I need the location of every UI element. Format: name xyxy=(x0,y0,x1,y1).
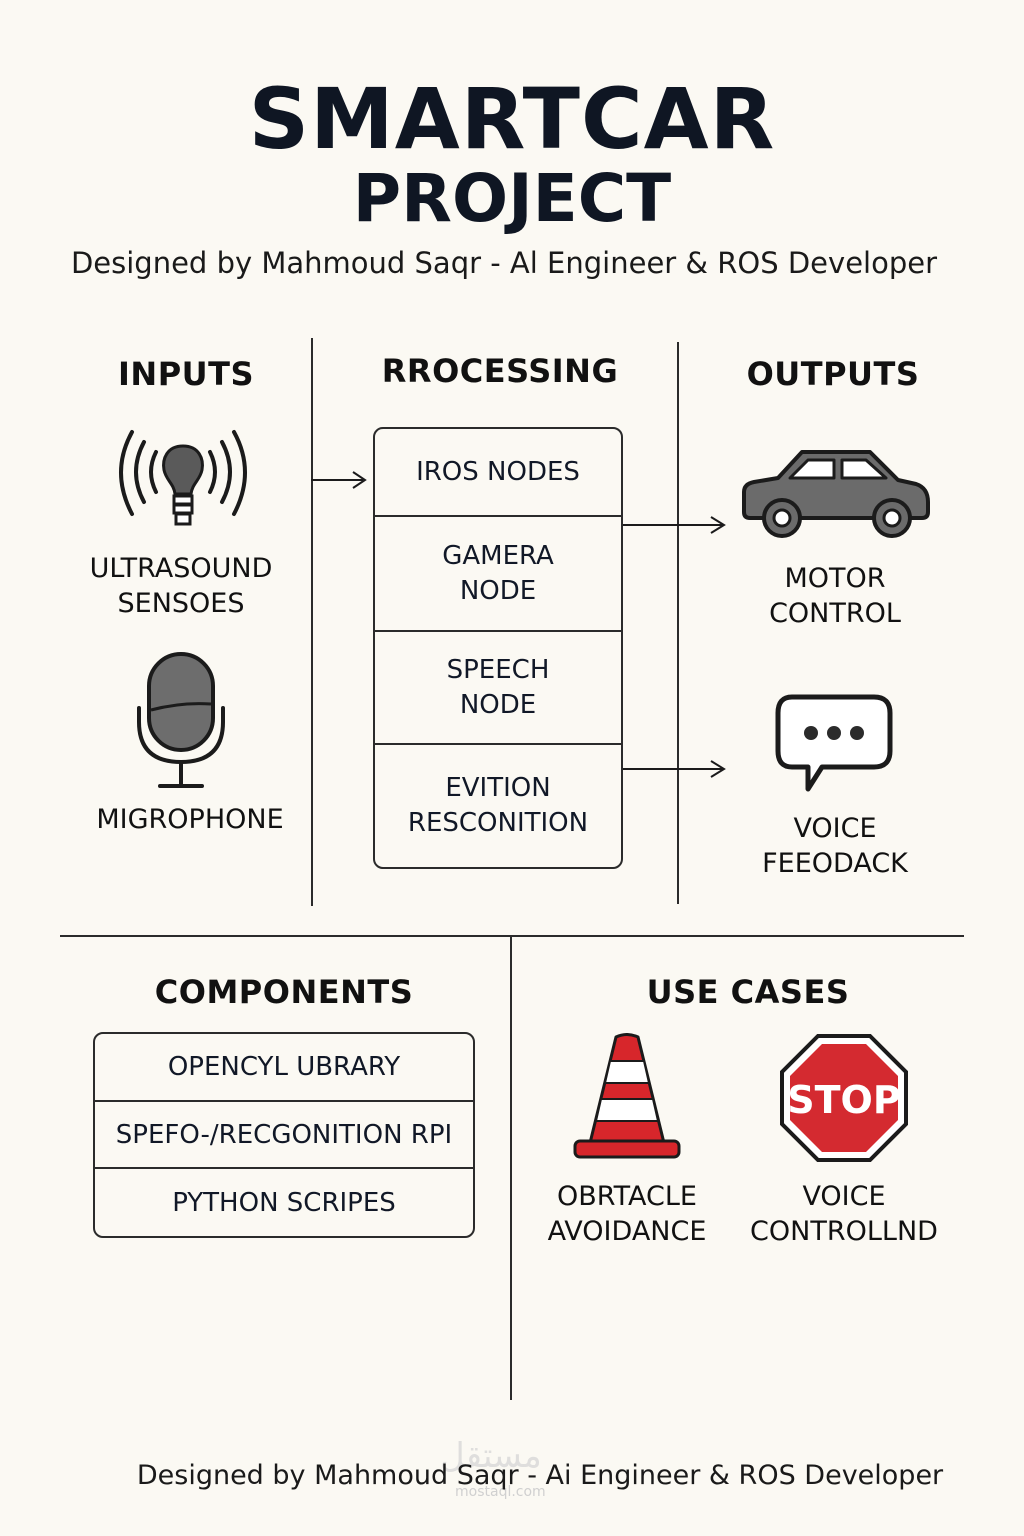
vision-recognition-cell: EVITION RESCONITION xyxy=(375,745,621,867)
watermark-sub: mostaql.com xyxy=(455,1484,546,1500)
speech-node-line2: NODE xyxy=(459,689,537,720)
vision-recognition-line1: EVITION xyxy=(445,773,551,803)
component-opencv: OPENCYL UBRARY xyxy=(167,1052,401,1082)
motor-control-line2: CONTROL xyxy=(769,598,901,629)
subtitle: Designed by Mahmoud Saqr - Al Engineer &… xyxy=(70,246,938,280)
camera-node-line1: GAMERA xyxy=(442,540,554,571)
speech-node-line1: SPEECH xyxy=(446,654,550,685)
voice-control-line2: CONTROLLND xyxy=(750,1216,938,1247)
voice-feedback-line2: FEEODACK xyxy=(762,848,908,879)
traffic-cone-icon xyxy=(573,1033,681,1159)
ultrasound-sensor-icon xyxy=(119,430,247,526)
divider-components-usecases xyxy=(510,937,512,1400)
proc-divider xyxy=(375,515,621,517)
inputs-heading: INPUTS xyxy=(118,355,254,393)
processing-heading: RROCESSING xyxy=(381,352,619,390)
ultrasound-label: ULTRASOUND SENSOES xyxy=(70,551,292,621)
vision-recognition-line2: RESCONITION xyxy=(407,808,589,838)
divider-inputs-processing xyxy=(311,338,313,906)
speech-node-cell: SPEECH NODE xyxy=(375,632,621,743)
components-heading: COMPONENTS xyxy=(154,973,414,1011)
camera-node-cell: GAMERA NODE xyxy=(375,517,621,630)
title-line-1: SMARTCAR xyxy=(248,70,776,168)
component-python-scripts: PYTHON SCRIPES xyxy=(172,1187,396,1218)
obstacle-avoidance-line1: OBRTACLE xyxy=(557,1181,697,1212)
voice-control-label: VOICE CONTROLLND xyxy=(742,1179,946,1249)
microphone-icon xyxy=(137,652,225,788)
stop-sign-icon: STOP xyxy=(780,1034,908,1162)
voice-feedback-label: VOICE FEEODACK xyxy=(730,811,940,881)
ultrasound-label-line2: SENSOES xyxy=(117,588,245,619)
footer-credit: Designed by Mahmoud Saqr - Ai Engineer &… xyxy=(136,1460,944,1491)
arrow-into-processing xyxy=(311,471,367,489)
arrow-to-voice-feedback xyxy=(623,760,726,778)
watermark: مستقل xyxy=(440,1436,542,1476)
stop-sign-text: STOP xyxy=(787,1078,900,1122)
use-cases-heading: USE CASES xyxy=(646,973,850,1011)
title-line-2: PROJECT xyxy=(352,160,672,237)
proc-divider xyxy=(375,743,621,745)
divider-horizontal xyxy=(60,935,964,937)
obstacle-avoidance-label: OBRTACLE AVOIDANCE xyxy=(530,1179,724,1249)
comp-divider xyxy=(95,1167,473,1169)
comp-divider xyxy=(95,1100,473,1102)
arrow-to-motor-control xyxy=(623,516,726,534)
obstacle-avoidance-line2: AVOIDANCE xyxy=(547,1216,707,1247)
car-icon xyxy=(742,450,930,538)
processing-nodes-box: IROS NODES GAMERA NODE SPEECH NODE EVITI… xyxy=(373,427,623,869)
camera-node-line2: NODE xyxy=(459,575,537,606)
outputs-heading: OUTPUTS xyxy=(746,355,920,393)
ros-nodes-label: IROS NODES xyxy=(416,456,580,487)
voice-control-line1: VOICE xyxy=(802,1181,886,1212)
microphone-label: MIGROPHONE xyxy=(96,804,284,835)
motor-control-label: MOTOR CONTROL xyxy=(730,561,940,631)
proc-divider xyxy=(375,630,621,632)
motor-control-line1: MOTOR xyxy=(784,563,886,594)
ultrasound-label-line1: ULTRASOUND xyxy=(89,553,273,584)
ros-nodes-cell: IROS NODES xyxy=(375,429,621,515)
speech-bubble-icon xyxy=(775,694,893,792)
divider-processing-outputs xyxy=(677,342,679,904)
components-box: OPENCYL UBRARY SPEFO-/RECGONITION RPI PY… xyxy=(93,1032,475,1238)
voice-feedback-line1: VOICE xyxy=(793,813,877,844)
component-speech-recognition: SPEFO-/RECGONITION RPI xyxy=(115,1119,453,1150)
